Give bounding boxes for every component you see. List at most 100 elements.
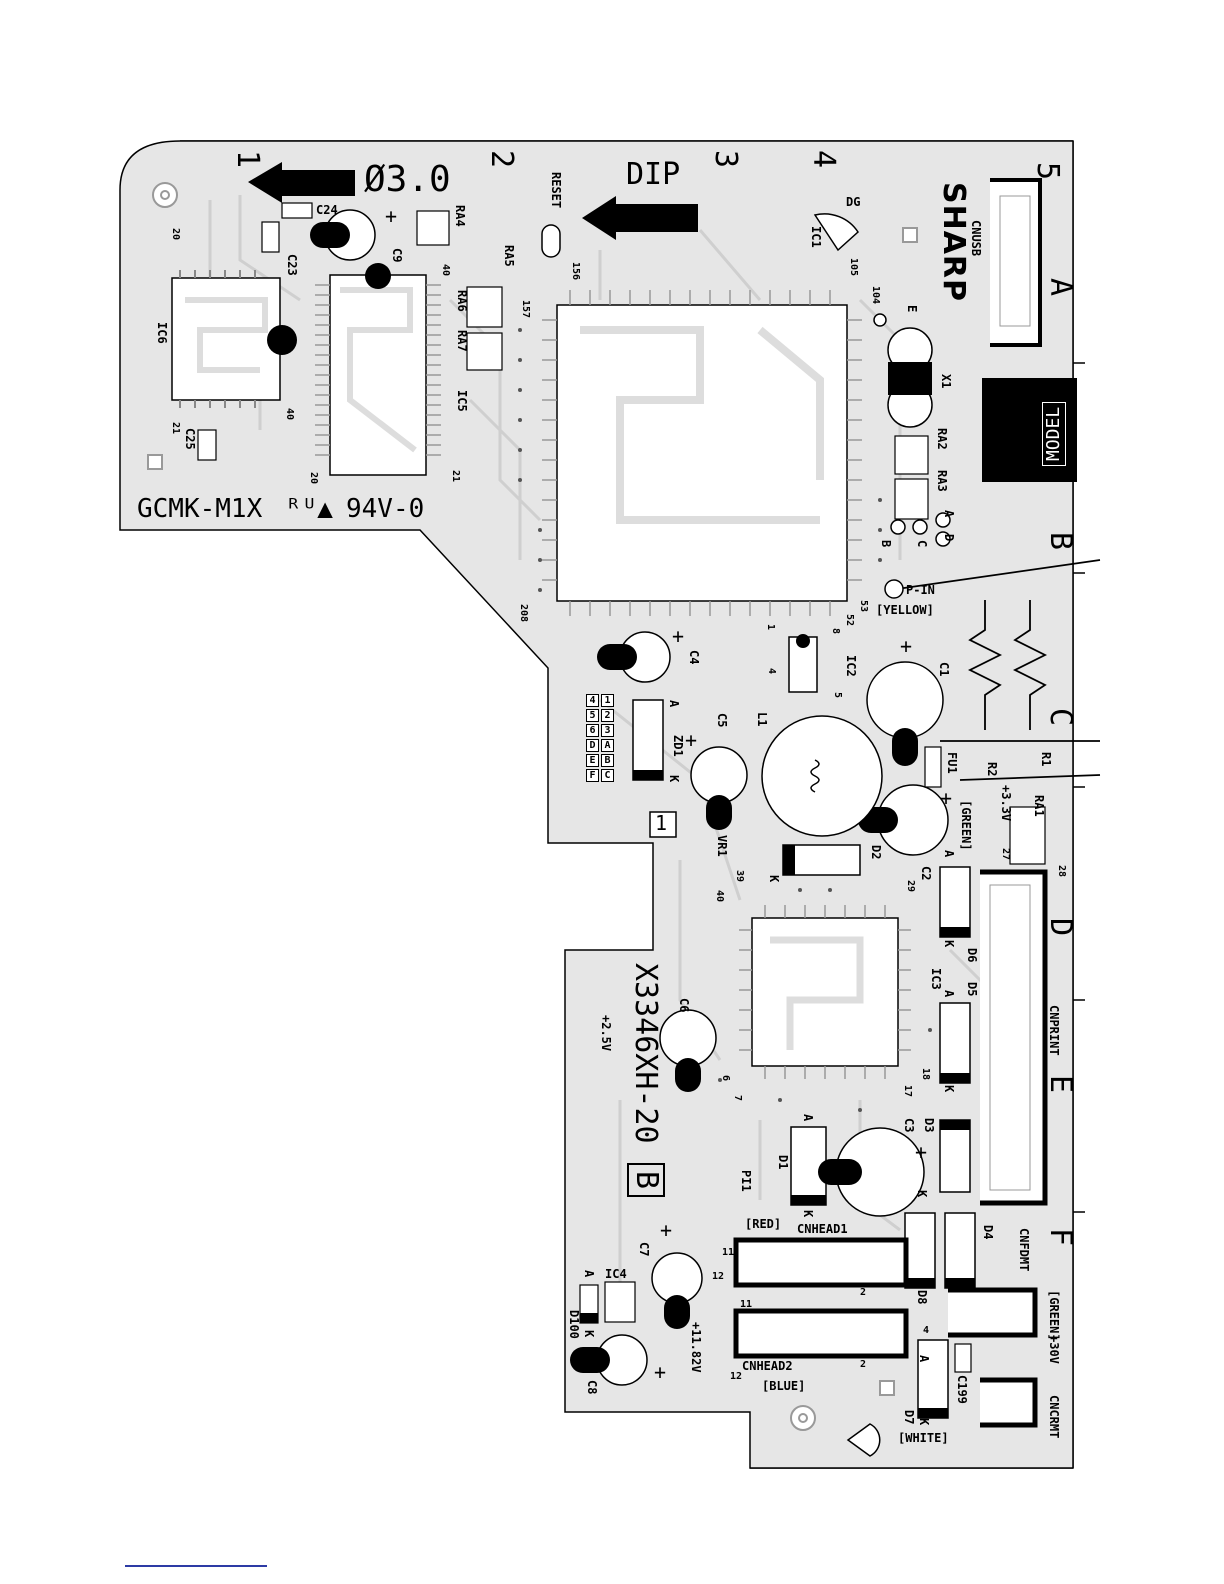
- plus-c8: +: [654, 1360, 667, 1384]
- box-1-label: 1: [655, 811, 668, 835]
- pin-40-ic6: 40: [284, 408, 295, 421]
- resistor-arrays: [416, 210, 1046, 865]
- pin-17: 17: [902, 1085, 913, 1098]
- label-c3: C3: [902, 1118, 916, 1133]
- label-fu1: FU1: [945, 752, 959, 774]
- label-d100: D100: [567, 1310, 581, 1339]
- plus-c4: +: [672, 624, 685, 648]
- pin-157: 157: [520, 300, 531, 319]
- grid-letter-e: E: [1043, 1075, 1078, 1094]
- dip-cell: 5: [586, 709, 599, 722]
- marker-b-ic1: B: [879, 540, 893, 548]
- marker-a-d100: A: [582, 1270, 596, 1278]
- label-c4: C4: [687, 650, 701, 665]
- label-d7: D7: [902, 1410, 916, 1425]
- label-red: [RED]: [745, 1217, 782, 1231]
- label-p-in: P-IN: [906, 583, 935, 597]
- capacitors: [310, 209, 949, 1386]
- grid-letter-b: B: [1043, 532, 1078, 551]
- label-ra5: RA5: [502, 245, 516, 267]
- label-cnprint: CNPRINT: [1047, 1005, 1061, 1056]
- dip-cell: 4: [586, 694, 599, 707]
- dg-antenna: [813, 213, 881, 1457]
- pin-21-ic6: 21: [170, 422, 181, 435]
- label-zd1: ZD1: [671, 735, 685, 757]
- label-pi1: PI1: [739, 1170, 753, 1192]
- part-number: X3346XH-20: [628, 963, 663, 1144]
- grid-number-2: 2: [484, 150, 519, 169]
- label-c23: C23: [285, 254, 299, 276]
- board-code: GCMK-M1X: [137, 494, 263, 524]
- ic6-chip: [171, 277, 297, 401]
- label-ic3: IC3: [929, 968, 943, 990]
- flammability-rating: 94V-0: [346, 494, 425, 524]
- label-ic1: IC1: [809, 226, 823, 248]
- label-r1: R1: [1039, 752, 1053, 767]
- ic3-pins: [739, 905, 911, 1079]
- marker-c-ic1: C: [915, 540, 929, 548]
- pin-6: 6: [720, 1075, 731, 1082]
- smd-pads: [197, 202, 972, 1373]
- pin-18: 18: [920, 1068, 931, 1081]
- pin-5-ic2: 5: [832, 692, 843, 699]
- diodes: [579, 699, 976, 1419]
- label-c6: C6: [677, 998, 691, 1013]
- label-c199: C199: [955, 1375, 969, 1404]
- model-label: MODEL: [1042, 401, 1066, 466]
- grid-letter-a: A: [1043, 278, 1078, 297]
- connector-cnusb: [990, 178, 1042, 347]
- pin-1-ic2: 1: [765, 624, 776, 631]
- dip-cell: E: [586, 754, 599, 767]
- pin-2-cnhead2: 2: [860, 1359, 867, 1370]
- ic5-pins: [315, 284, 441, 456]
- marker-a-ic1: A: [942, 510, 956, 518]
- label-r2: R2: [985, 762, 999, 777]
- label-cnhead1: CNHEAD1: [797, 1222, 848, 1236]
- marker-k-d3: K: [915, 1190, 929, 1198]
- box-1: [649, 811, 677, 838]
- pin-12-cnhead2: 12: [730, 1371, 743, 1382]
- grid-number-4: 4: [806, 150, 841, 169]
- mounting-holes: [147, 182, 918, 1431]
- grid-letter-c: C: [1043, 708, 1078, 727]
- crystal-x1: [887, 327, 933, 428]
- label-d2: D2: [869, 845, 883, 860]
- voltage-2v5: +2.5V: [599, 1015, 613, 1052]
- ic1-pins: [542, 290, 862, 616]
- dip-cell: B: [601, 754, 614, 767]
- pin-29: 29: [905, 880, 916, 893]
- ic6-pins: [179, 270, 256, 408]
- dip-cell: F: [586, 769, 599, 782]
- label-green-2: [GREEN]: [1047, 1290, 1061, 1341]
- hole-size-label: Ø3.0: [364, 159, 451, 200]
- resistors-r1-r2: [889, 559, 1101, 781]
- marker-k-d6: K: [942, 940, 956, 948]
- pin-21-ic5: 21: [450, 470, 461, 483]
- label-d5: D5: [965, 982, 979, 997]
- test-pads: [541, 224, 951, 599]
- dip-cell: D: [586, 739, 599, 752]
- plus-c3: +: [915, 1140, 928, 1164]
- ic2-chip: [788, 634, 818, 693]
- label-dg: DG: [846, 195, 861, 209]
- label-ic6: IC6: [155, 322, 169, 344]
- marker-d-ic1: D: [942, 534, 956, 542]
- label-d3: D3: [922, 1118, 936, 1133]
- pin-4-ic2: 4: [766, 668, 777, 675]
- voltage-11v82: +11.82V: [689, 1322, 703, 1373]
- connector-cnprint: [980, 869, 1048, 1206]
- label-cnhead2: CNHEAD2: [742, 1359, 793, 1373]
- grid-number-1: 1: [230, 150, 265, 169]
- pin-dots: [518, 328, 932, 1112]
- label-ra7: RA7: [455, 330, 469, 352]
- ic5-chip: [329, 263, 427, 476]
- label-yellow: [YELLOW]: [876, 603, 934, 617]
- pin-40-ic5: 40: [440, 264, 451, 277]
- label-ra2: RA2: [935, 428, 949, 450]
- marker-a-d6: A: [942, 850, 956, 858]
- marker-a-d5: A: [942, 990, 956, 998]
- label-x1: X1: [939, 374, 953, 389]
- label-ic4: IC4: [605, 1267, 627, 1281]
- marker-k-d100: K: [582, 1330, 596, 1338]
- label-vr1: VR1: [715, 835, 729, 857]
